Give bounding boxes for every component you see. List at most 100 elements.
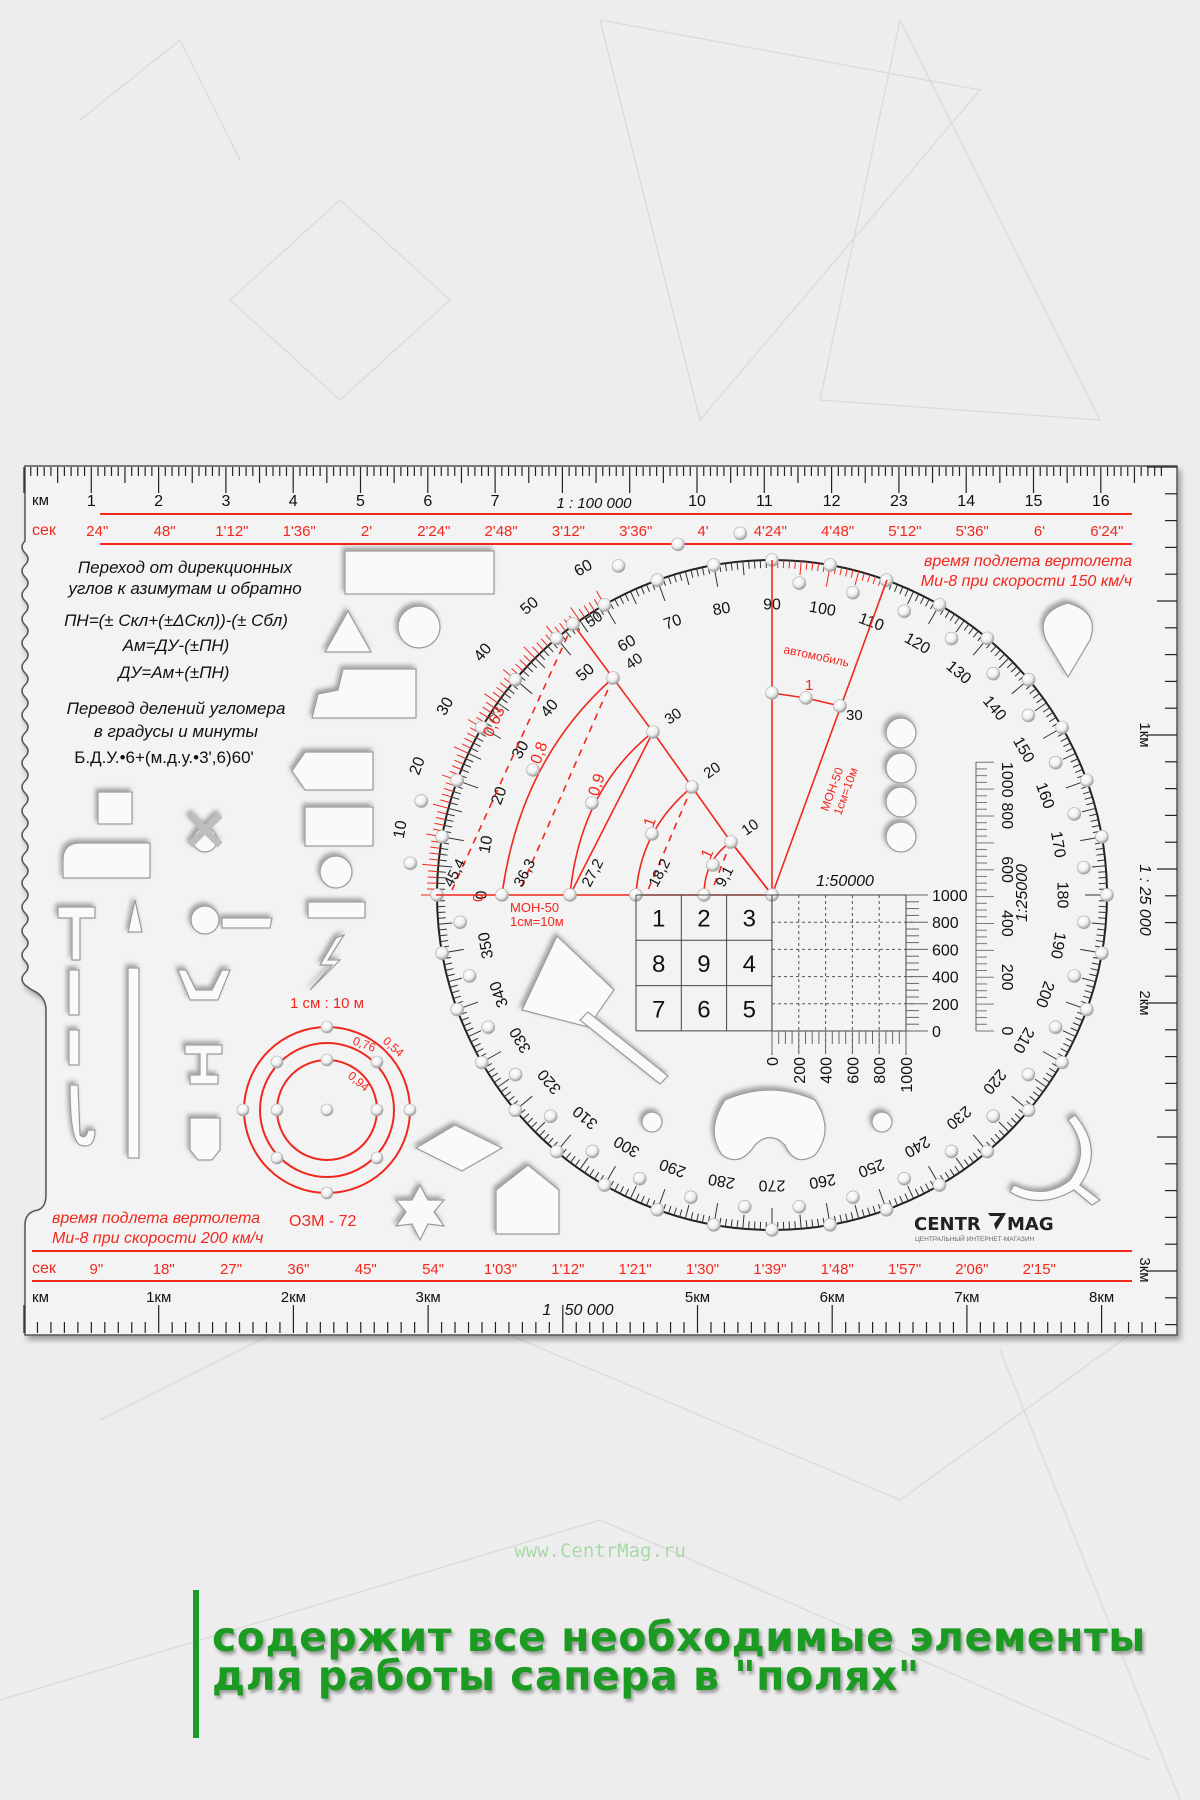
degree-tick xyxy=(736,1220,739,1229)
degree-tick xyxy=(594,610,600,618)
square-cutout xyxy=(97,791,133,825)
km-tick-label: 10 xyxy=(688,493,706,510)
degree-tick xyxy=(1089,813,1098,817)
degree-tick xyxy=(440,847,449,850)
degree-tick xyxy=(845,568,848,577)
degree-tick xyxy=(451,796,460,800)
pin-hole xyxy=(475,1055,489,1070)
degree-tick xyxy=(925,598,930,607)
km-tick-label: 23 xyxy=(890,493,908,510)
scale-label: 1 50 000 xyxy=(542,1302,613,1319)
degree-tick xyxy=(497,1078,510,1088)
degree-tick xyxy=(448,977,463,983)
logo-name-a: CENTR xyxy=(914,1214,981,1235)
pin-hole xyxy=(733,526,748,541)
accent-bar xyxy=(193,1590,199,1738)
degree-tick xyxy=(1097,928,1106,931)
degree-tick xyxy=(565,630,572,638)
sec-tick-label: 1'03" xyxy=(484,1261,517,1278)
degree-tick xyxy=(1091,824,1100,828)
degree-tick xyxy=(619,596,624,604)
red-tick xyxy=(427,876,438,878)
grid-scale: 1:50000 xyxy=(816,873,874,890)
degree-tick xyxy=(968,1155,975,1163)
sec-tick-label: 24" xyxy=(86,523,108,540)
pin-hole xyxy=(646,725,660,739)
degree-tick xyxy=(490,1072,499,1078)
degree-tick xyxy=(1014,670,1022,677)
pin-hole xyxy=(320,1186,334,1200)
heli-200-line1: время подлета вертолета xyxy=(52,1210,260,1227)
v-cutout xyxy=(177,969,231,1001)
grid-x-label: 1000 xyxy=(899,1057,916,1093)
degree-tick xyxy=(547,1137,554,1145)
degree-tick xyxy=(584,616,590,625)
pin-hole xyxy=(765,1223,779,1237)
degree-tick xyxy=(684,571,690,586)
grid-x-label: 600 xyxy=(845,1057,862,1084)
degree-tick xyxy=(954,616,960,625)
pin-hole xyxy=(606,671,620,685)
degree-tick xyxy=(635,1193,640,1202)
pin-hole xyxy=(1055,720,1069,735)
vscale-label: 400 xyxy=(998,910,1015,937)
sec-tick-label: 36" xyxy=(287,1261,309,1278)
degree-tick xyxy=(1090,968,1099,971)
degree-tick xyxy=(701,1214,705,1223)
pin-hole xyxy=(737,1200,752,1214)
circle-cutout xyxy=(319,855,353,889)
pin-hole xyxy=(724,835,738,849)
degree-tick xyxy=(949,613,955,622)
red-tick xyxy=(485,701,495,709)
degree-label: 30 xyxy=(509,738,533,762)
km-tick-label: 8км xyxy=(1089,1289,1114,1306)
degree-tick xyxy=(907,591,915,605)
degree-tick xyxy=(684,1204,690,1219)
red-tick xyxy=(453,746,469,754)
grid-cell-number: 8 xyxy=(652,951,665,978)
degree-tick xyxy=(914,593,920,602)
grid-y-label: 0 xyxy=(932,1024,941,1041)
vscale-title: 1:25000 xyxy=(1014,864,1031,922)
pin-hole xyxy=(453,915,467,930)
degree-tick xyxy=(730,1219,733,1228)
sec-tick-label: 5'12" xyxy=(888,523,921,540)
red-tick xyxy=(440,799,451,804)
circle-cutout xyxy=(871,1111,893,1133)
pin-hole xyxy=(671,537,685,552)
degree-tick xyxy=(526,1117,534,1124)
pin-hole xyxy=(475,720,489,735)
degree-tick xyxy=(446,813,455,817)
formula: ПН=(± Скл+(±ΔСкл))-(± Сбл) xyxy=(64,611,288,630)
degree-tick xyxy=(543,649,550,657)
grid-cell-number: 3 xyxy=(743,906,756,933)
red-tick xyxy=(461,743,472,749)
teardrop-cutout xyxy=(1042,602,1093,679)
degree-tick xyxy=(1089,973,1098,977)
red-tick xyxy=(456,754,467,760)
fan-coef-label: 0,8 xyxy=(528,740,552,767)
fan-dashed xyxy=(451,623,574,891)
fan-line xyxy=(569,731,654,896)
sec-tick-label: 3'12" xyxy=(552,523,585,540)
degree-label: 260 xyxy=(808,1170,837,1191)
pin-hole xyxy=(320,1053,334,1067)
red-tick xyxy=(519,659,528,667)
red-tick xyxy=(430,846,441,849)
fan-node-label: 50 xyxy=(583,608,606,631)
red-tick xyxy=(523,654,532,663)
pin-hole xyxy=(706,858,720,872)
red-tick xyxy=(451,765,462,770)
pin-hole xyxy=(1048,755,1063,770)
degree-tick xyxy=(463,1022,472,1027)
degree-tick xyxy=(1062,752,1076,760)
arc-arrow-cutout xyxy=(1009,1114,1102,1206)
grid-cell-number: 2 xyxy=(697,906,710,933)
pin-hole xyxy=(846,1190,860,1205)
pin-hole xyxy=(1055,1055,1069,1070)
logo-subtitle: ЦЕНТРАЛЬНЫЙ ИНТЕРНЕТ-МАГАЗИН xyxy=(915,1234,1035,1243)
hook-cutout xyxy=(69,1084,96,1147)
background-sketches xyxy=(0,17,1181,1800)
pin-hole xyxy=(549,631,564,646)
